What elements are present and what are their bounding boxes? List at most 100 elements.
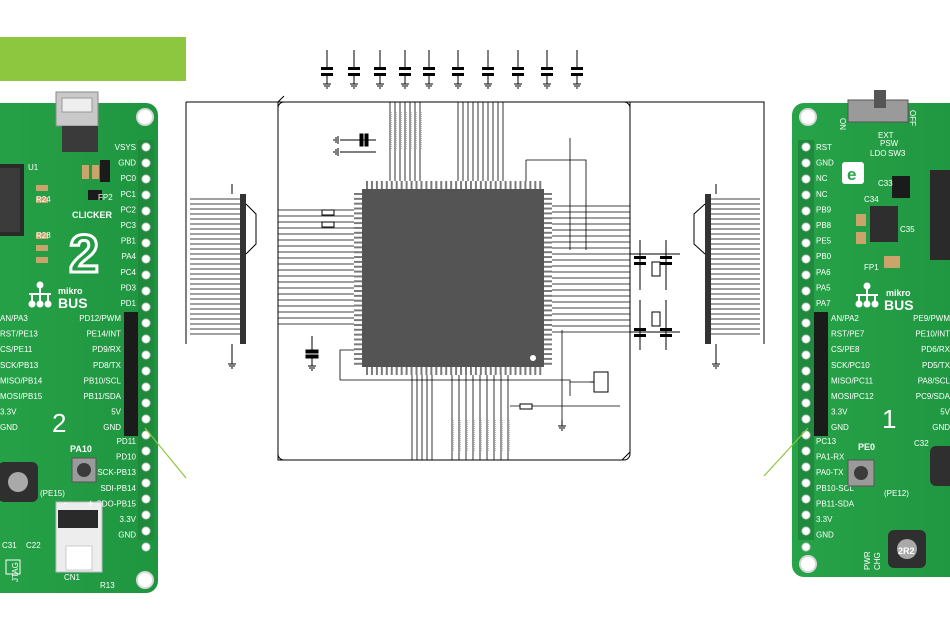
decoupling-capacitors	[321, 50, 583, 89]
header-pin-label: PC3	[120, 221, 136, 230]
header-pin-hole	[801, 510, 811, 520]
clicker-label: CLICKER	[72, 210, 112, 220]
mikrobus-pin-label: RST/PE7	[831, 330, 865, 339]
header-pin-hole	[801, 142, 811, 152]
header-pin-hole	[141, 318, 151, 328]
header-pin-hole	[801, 494, 811, 504]
header-pin-label: PB1	[121, 237, 137, 246]
header-pin-label: PB8	[816, 221, 832, 230]
oscillator-caps	[634, 256, 672, 337]
schematic-transistor	[590, 371, 609, 393]
capacitor	[482, 50, 494, 89]
mikrobus-pin-label: PE14/INT	[86, 330, 121, 339]
mikrobus-pin-label: MISO/PC11	[831, 376, 874, 385]
jst-header	[58, 510, 98, 528]
header-pin-hole	[141, 254, 151, 264]
left-mikrobus-socket	[124, 312, 138, 436]
left-label-cn1: CN1	[64, 573, 81, 582]
header-pin-label: SCK-PB13	[97, 468, 136, 477]
header-pin-label: PD11	[117, 437, 137, 446]
header-pin-hole	[801, 398, 811, 408]
header-pin-hole	[801, 238, 811, 248]
mikrobus-pin-label: 5V	[940, 408, 950, 417]
header-pin-label: NC	[816, 190, 828, 199]
header-pin-label: GND	[816, 159, 834, 168]
right-label-c34: C34	[864, 195, 879, 204]
switch-off-label: OFF	[908, 110, 917, 126]
mikrobus-pin-label: 3.3V	[831, 408, 848, 417]
right-bus-number: 1	[882, 404, 896, 434]
header-pin-hole	[801, 366, 811, 376]
mikrobus-pin-label: PD5/TX	[922, 361, 950, 370]
header-pin-hole	[141, 302, 151, 312]
header-pin-label: PD10	[116, 453, 137, 462]
mikrobus-pin-label: GND	[932, 423, 950, 432]
header-pin-hole	[801, 334, 811, 344]
button-pa10-cap	[77, 463, 91, 477]
right-smd-3	[856, 232, 866, 244]
mikrobus-pin-label: PE10/INT	[915, 330, 950, 339]
header-pin-hole	[801, 526, 811, 536]
mikrobus-pin-label: PD12/PWM	[79, 314, 121, 323]
header-pin-label: GND	[118, 531, 136, 540]
header-pin-label: GND	[118, 159, 136, 168]
right-label-pwr: PWR	[863, 551, 872, 570]
left-label-u1: U1	[28, 163, 39, 172]
mikrobus-pin-label: GND	[831, 423, 849, 432]
header-pin-hole	[141, 446, 151, 456]
header-pin-label: PA7	[816, 299, 831, 308]
header-pin-hole	[141, 334, 151, 344]
header-pin-hole	[141, 478, 151, 488]
mikroe-logo-glyph: e	[847, 165, 856, 184]
header-pin-hole	[801, 174, 811, 184]
mikrobus-pin-label: PC9/SDA	[916, 392, 950, 401]
header-pin-hole	[141, 542, 151, 552]
capacitor	[374, 50, 386, 89]
header-pin-label: 3.3V	[120, 515, 137, 524]
right-bus-right-pins: PE9/PWMPE10/INTPD6/RXPD5/TXPA8/SCLPC9/SD…	[913, 314, 950, 432]
header-pin-hole	[801, 254, 811, 264]
header-pin-label: PC2	[120, 205, 136, 214]
right-header-holes	[801, 142, 811, 552]
schematic-left-connector	[228, 184, 246, 369]
header-pin-label: PD3	[120, 283, 136, 292]
capacitor	[399, 50, 411, 89]
header-pin-hole	[801, 478, 811, 488]
header-pin-hole	[801, 222, 811, 232]
header-pin-hole	[801, 318, 811, 328]
mikrobus-logo: mikro BUS	[28, 281, 88, 311]
right-smd-4	[884, 256, 900, 268]
mikrobus-pin-label: MISO/PB14	[0, 376, 43, 385]
schematic-top-left-caps	[333, 133, 376, 156]
right-bus-left-pins: AN/PA2RST/PE7CS/PE8SCK/PC10MISO/PC11MOSI…	[831, 314, 874, 432]
mikrobus-pin-label: PB11/SDA	[83, 392, 121, 401]
mcu-wiring	[278, 102, 630, 460]
left-callout-line	[144, 427, 187, 479]
right-mcu-chip	[930, 170, 950, 260]
header-pin-label: PE5	[816, 237, 832, 246]
header-pin-label: PB10-SCL	[816, 484, 854, 493]
schematic-left-cap	[305, 336, 319, 371]
left-bus-left-pins: AN/PA3RST/PE13CS/PE11SCK/PB13MISO/PB14MO…	[0, 314, 43, 432]
inductor-core	[8, 472, 28, 492]
header-pin-label: PC4	[120, 268, 136, 277]
mikrobus-pin-label: AN/PA2	[831, 314, 859, 323]
header-pin-label: PA5	[816, 283, 831, 292]
left-label-r24: R24	[36, 195, 51, 204]
mikrobus-pin-label: PA8/SCL	[918, 376, 950, 385]
left-label-pa10: PA10	[70, 444, 92, 454]
header-pin-label: NC	[816, 174, 828, 183]
right-label-c32: C32	[914, 439, 929, 448]
header-pin-label: PC13	[816, 437, 837, 446]
left-board-pcb	[0, 103, 158, 593]
left-label-jtag: JTAG	[11, 562, 20, 582]
header-pin-label: RST	[816, 143, 832, 152]
header-pin-label: SDO-PB15	[96, 499, 136, 508]
capacitor	[452, 50, 464, 89]
left-header-holes	[141, 142, 151, 552]
mikrobus-pin-label: PD9/RX	[92, 345, 122, 354]
header-pin-hole	[141, 414, 151, 424]
right-connector-wires	[693, 198, 760, 335]
mcu-body	[362, 189, 544, 367]
